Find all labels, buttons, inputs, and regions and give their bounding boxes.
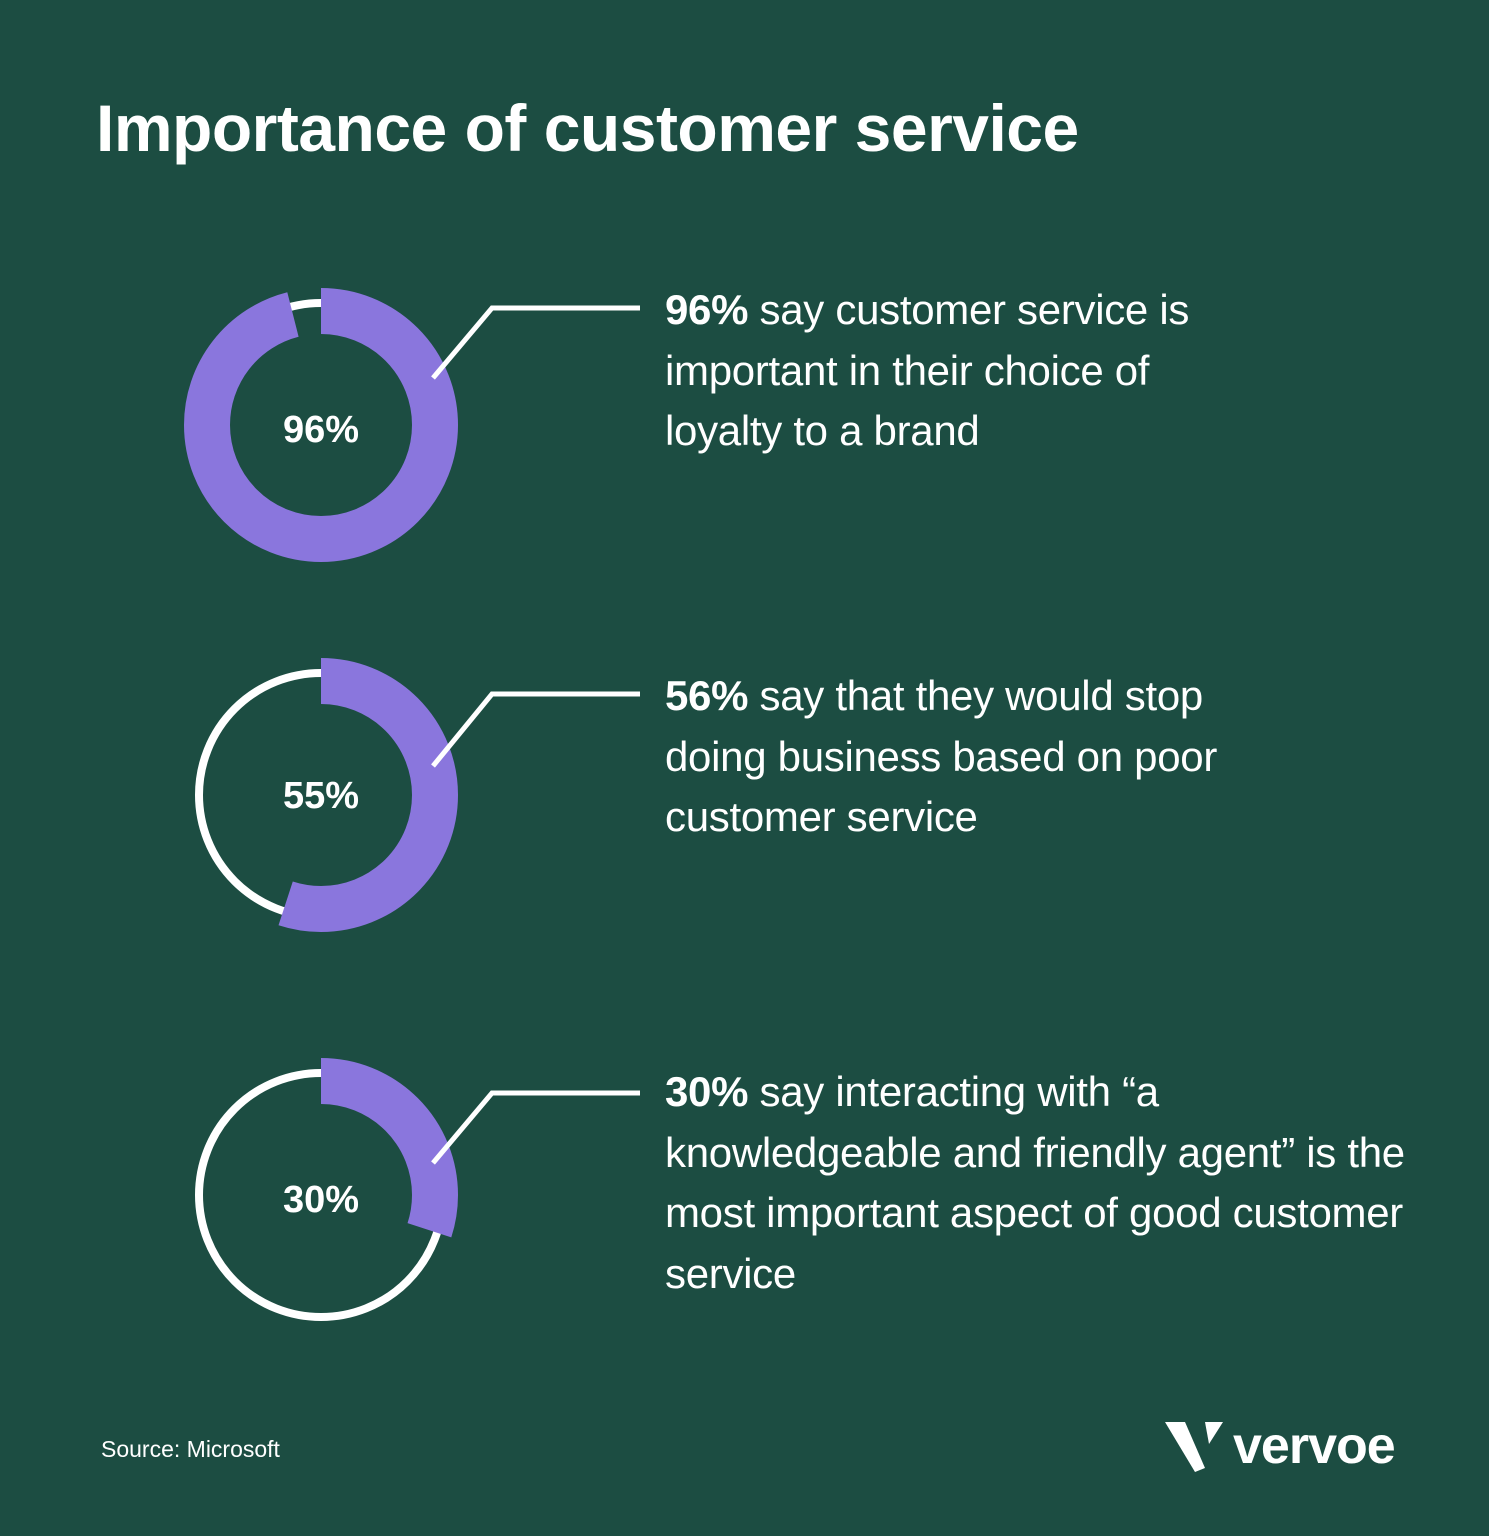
donut-arc: [184, 288, 458, 562]
donut-chart-1: [184, 288, 458, 562]
stat-highlight: 30%: [665, 1068, 749, 1115]
stat-body: say interacting with “a knowledgeable an…: [665, 1068, 1405, 1297]
stat-description: 56% say that they would stop doing busin…: [665, 666, 1245, 848]
donut-chart-3: [184, 1058, 458, 1332]
donut-center-label: 55%: [282, 775, 360, 817]
stat-body: say customer service is important in the…: [665, 286, 1190, 454]
donut-arc: [184, 658, 458, 932]
brand-wordmark: vervoe: [1233, 1417, 1396, 1475]
stat-description: 96% say customer service is important in…: [665, 280, 1265, 462]
callout-line-2: [431, 691, 640, 768]
source-note: Source: Microsoft: [101, 1436, 280, 1462]
stat-body: say that they would stop doing business …: [665, 672, 1218, 840]
stat-description: 30% say interacting with “a knowledgeabl…: [665, 1062, 1445, 1304]
brand-logo: vervoe: [1165, 1417, 1396, 1475]
stat-highlight: 56%: [665, 672, 749, 719]
donut-arc: [184, 1058, 458, 1332]
callout-line-3: [431, 1090, 640, 1165]
page-title: Importance of customer service: [96, 91, 1079, 165]
stat-highlight: 96%: [665, 286, 749, 333]
donut-chart-2: [184, 658, 458, 932]
donut-center-label: 30%: [282, 1179, 360, 1221]
callout-line-1: [431, 305, 640, 380]
vervoe-v-icon: [1165, 1422, 1223, 1472]
donut-center-label: 96%: [282, 409, 360, 451]
